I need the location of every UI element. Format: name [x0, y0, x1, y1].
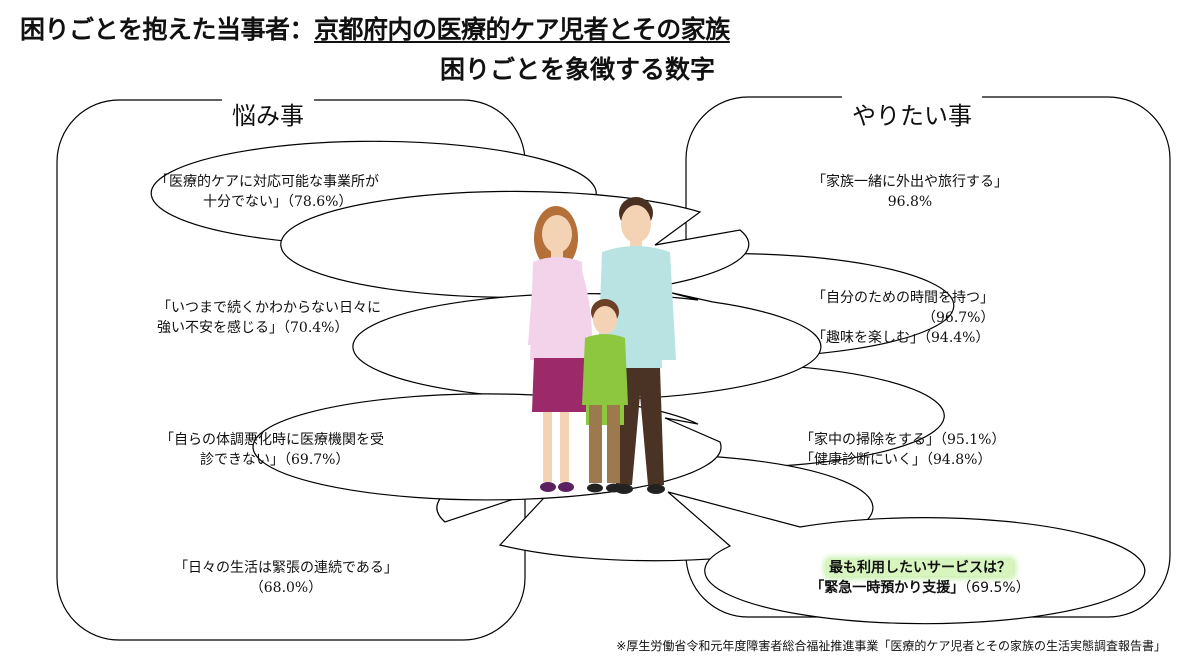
- left-item-2: 「いつまで続くかわからない日々に 強い不安を感じる」（70.4%）: [157, 300, 381, 336]
- highlight-value: （69.5%）: [964, 580, 1030, 596]
- highlight-answer: 「緊急一時預かり支援」: [810, 580, 965, 596]
- highlight-service: 最も利用したいサービスは？ 「緊急一時預かり支援」（69.5%）: [790, 558, 1050, 598]
- left-item-3: 「自らの体調悪化時に医療機関を受 診できない」（69.7%）: [160, 432, 384, 468]
- right-panel-title: やりたい事: [842, 96, 982, 131]
- left-item-1: 「医療的ケアに対応可能な事業所が 十分でない」（78.6%）: [155, 174, 379, 210]
- page-title: 困りごとを抱えた当事者：京都府内の医療的ケア児者とその家族: [20, 10, 730, 46]
- right-bubble-4: [667, 491, 1146, 625]
- title-emphasis: 京都府内の医療的ケア児者とその家族: [314, 15, 730, 44]
- left-item-4: 「日々の生活は緊張の連続である」 （68.0%）: [174, 560, 398, 596]
- family-illustration: [528, 197, 676, 494]
- title-prefix: 困りごとを抱えた当事者：: [20, 15, 315, 44]
- right-item-1: 「家族一緒に外出や旅行する」 96.8%: [812, 174, 1008, 210]
- right-item-3: 「家中の掃除をする」（95.1%） 「健康診断にいく」（94.8%）: [800, 432, 1006, 468]
- child-figure: [582, 299, 628, 493]
- highlight-question: 最も利用したいサービスは？: [827, 560, 1013, 576]
- page-subtitle: 困りごとを象徴する数字: [440, 55, 716, 84]
- right-item-2: 「自分のための時間を持つ」 （96.7%） 「趣味を楽しむ」（94.4%）: [812, 290, 995, 346]
- mother-figure: [528, 206, 592, 492]
- source-footnote: ※厚生労働省令和元年度障害者総合福祉推進事業「医療的ケア児者とその家族の生活実態…: [616, 639, 1166, 653]
- left-panel-title: 悩み事: [222, 96, 314, 131]
